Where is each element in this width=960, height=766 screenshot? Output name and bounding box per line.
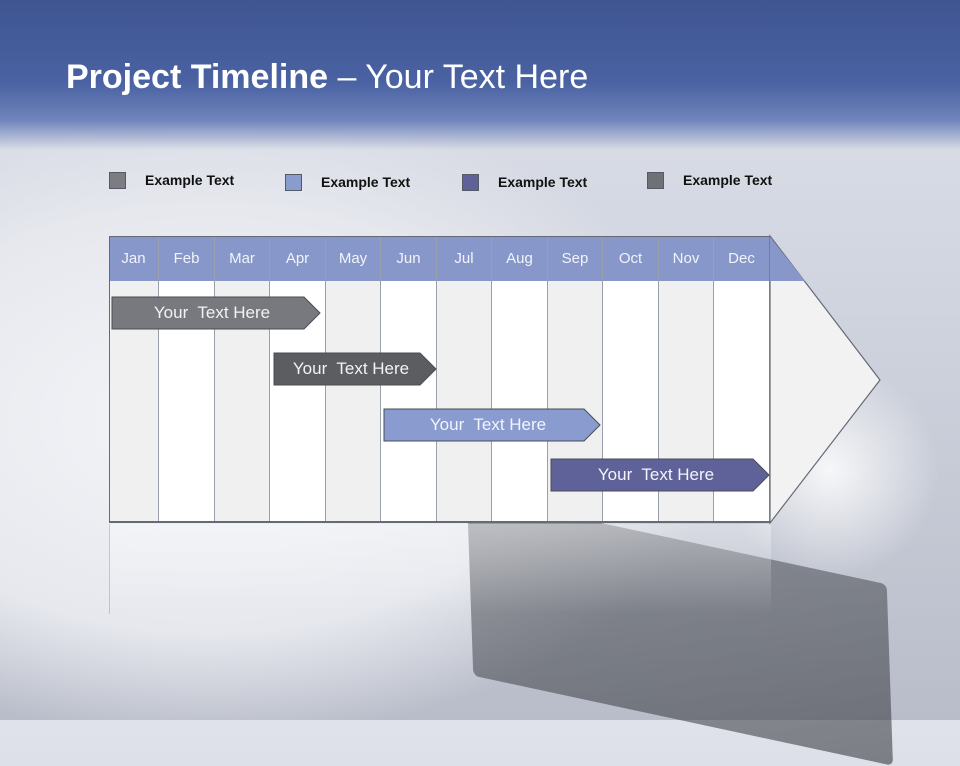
task-arrow-2[interactable] — [273, 352, 437, 386]
legend-swatch-2 — [285, 173, 302, 191]
month-cell — [437, 281, 491, 523]
timeline-reflection — [109, 524, 771, 614]
legend-label-2: Example Text — [321, 174, 411, 190]
month-header[interactable]: Aug — [492, 236, 547, 281]
legend-label-4: Example Text — [683, 172, 773, 188]
legend-swatch-4 — [647, 171, 664, 189]
slide-title[interactable]: Project Timeline – Your Text Here — [66, 58, 588, 97]
timeline-frame — [109, 236, 770, 523]
month-header[interactable]: Feb — [159, 236, 214, 281]
legend-item-3[interactable]: Example Text — [462, 172, 587, 192]
timeline-arrowhead-header — [770, 237, 805, 281]
month-column-jun: Jun — [381, 236, 437, 523]
task-arrow-4[interactable] — [550, 458, 770, 492]
legend-swatch-1 — [109, 171, 126, 189]
month-column-jul: Jul — [437, 236, 492, 523]
legend-item-1[interactable]: Example Text — [109, 170, 234, 190]
legend-item-4[interactable]: Example Text — [647, 170, 772, 190]
month-header[interactable]: Jun — [381, 236, 436, 281]
month-header[interactable]: Oct — [603, 236, 658, 281]
task-arrow-1[interactable] — [111, 296, 321, 330]
legend-swatch-3 — [462, 173, 479, 191]
month-header[interactable]: Jan — [109, 236, 158, 281]
title-banner — [0, 0, 960, 150]
month-header[interactable]: Apr — [270, 236, 325, 281]
month-cell — [326, 281, 380, 523]
month-header[interactable]: Dec — [714, 236, 769, 281]
slide-title-rest: – Your Text Here — [328, 58, 589, 96]
timeline-arrow-layer — [111, 234, 881, 525]
month-header[interactable]: Nov — [659, 236, 713, 281]
timeline-arrowhead — [769, 234, 881, 525]
month-header[interactable]: Sep — [548, 236, 602, 281]
month-column-aug: Aug — [492, 236, 548, 523]
task-arrow-3[interactable] — [383, 408, 601, 442]
month-cell — [492, 281, 547, 523]
legend-item-2[interactable]: Example Text — [285, 172, 410, 192]
legend-label-3: Example Text — [498, 174, 588, 190]
slide-title-bold: Project Timeline — [66, 58, 329, 96]
legend-label-1: Example Text — [145, 172, 235, 188]
month-header[interactable]: May — [326, 236, 380, 281]
month-header[interactable]: Jul — [437, 236, 491, 281]
month-column-may: May — [326, 236, 381, 523]
month-header[interactable]: Mar — [215, 236, 269, 281]
month-cell — [381, 281, 436, 523]
